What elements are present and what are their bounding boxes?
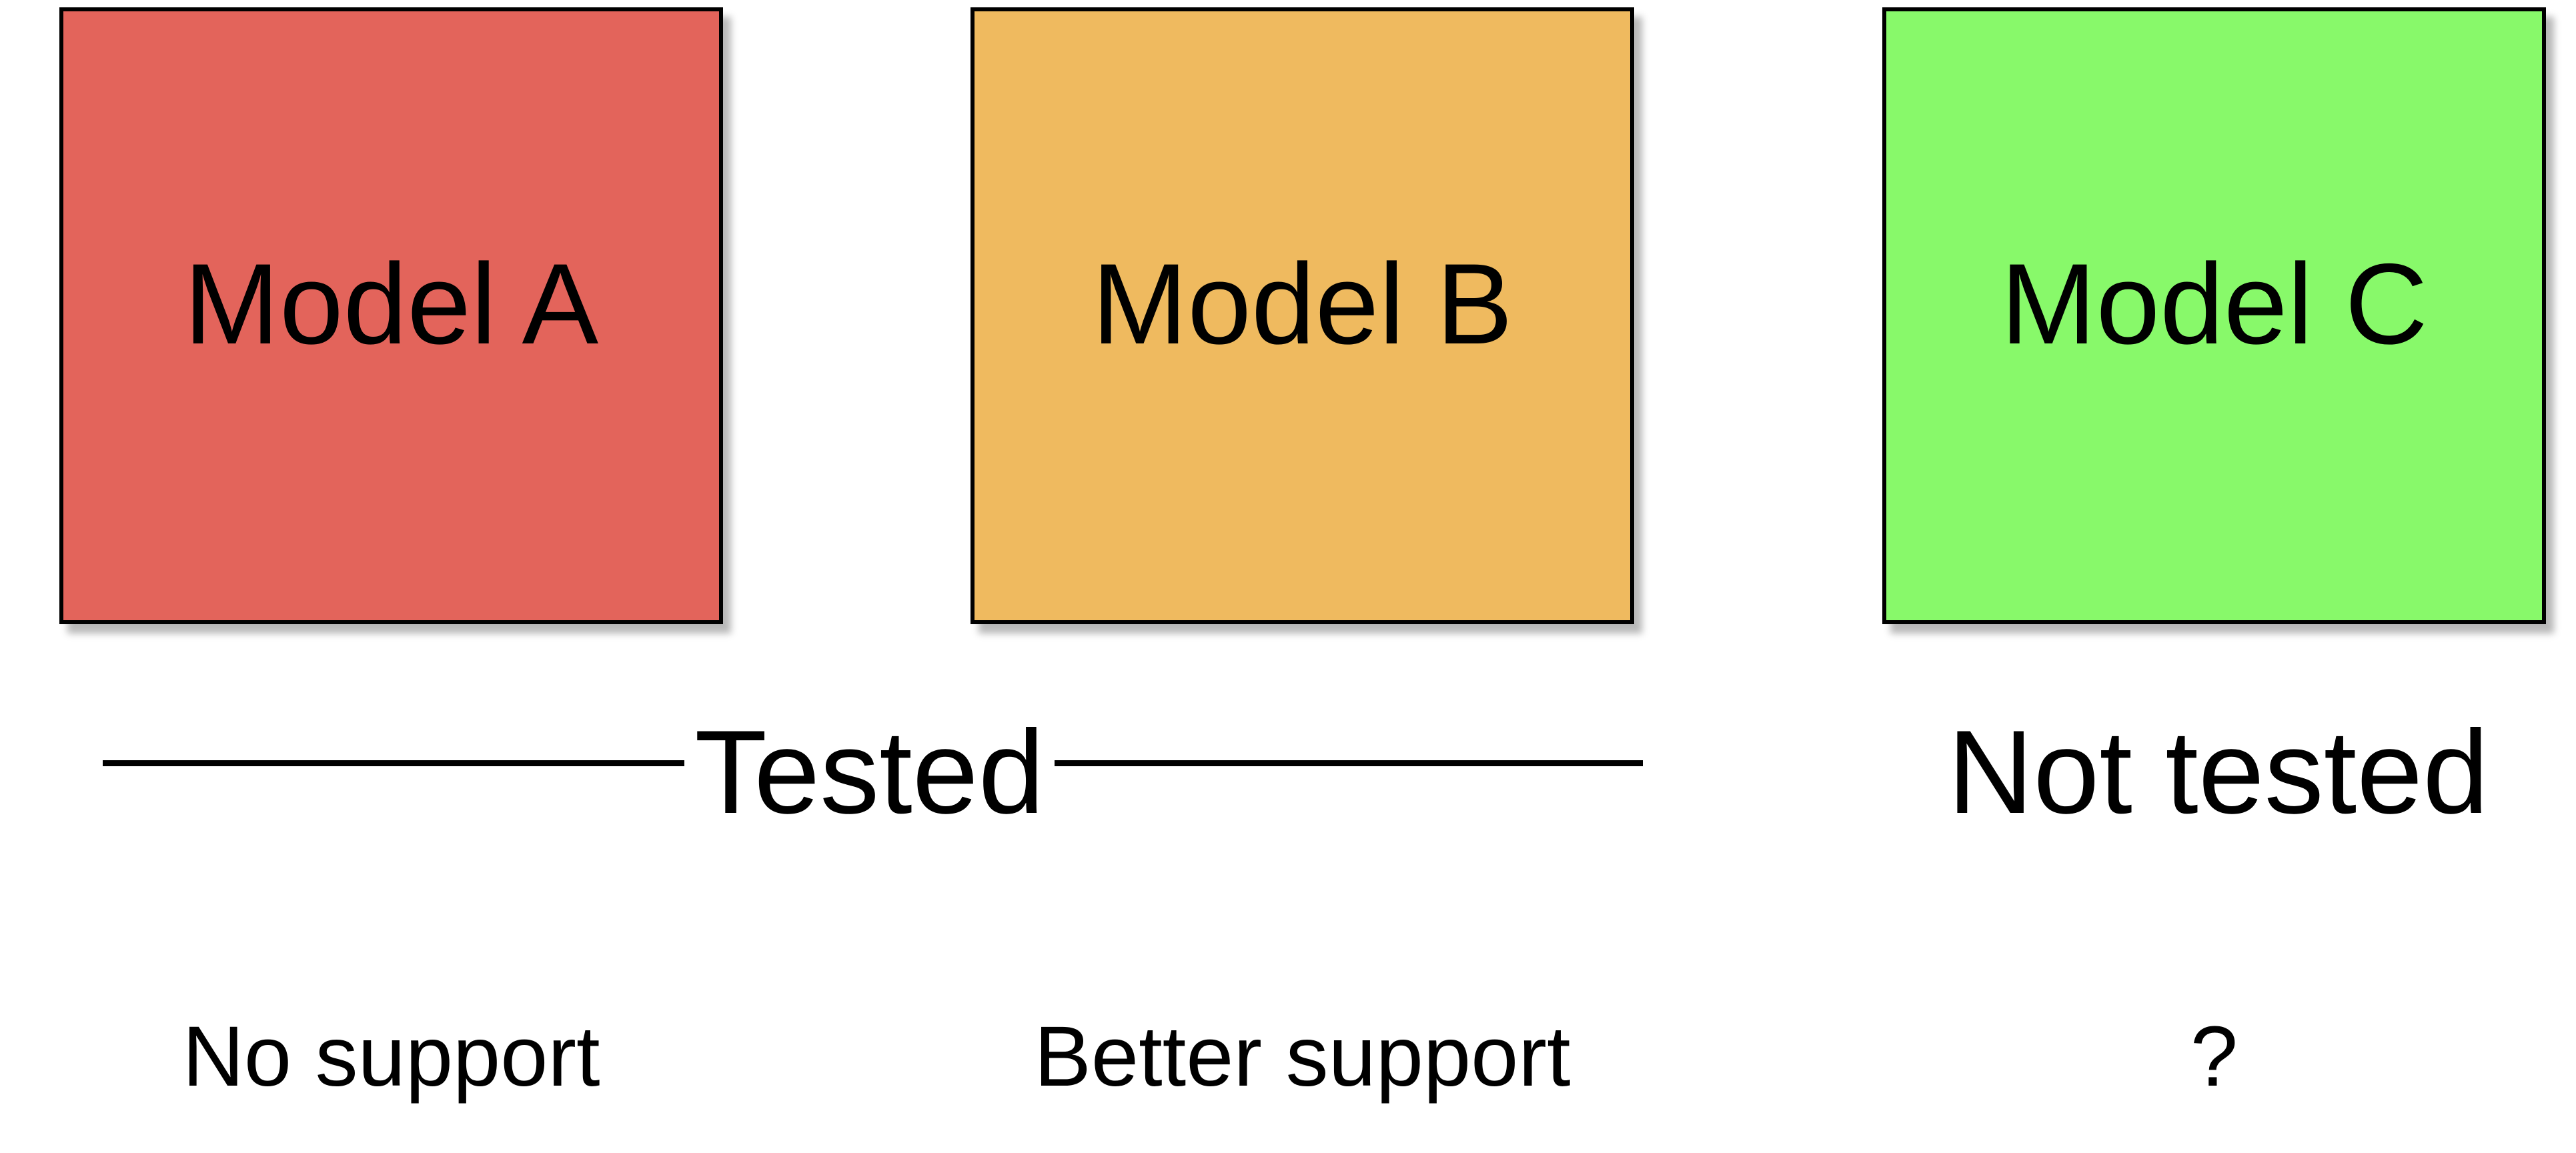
tested-group-label: Tested <box>694 706 1045 838</box>
not-tested-group-label: Not tested <box>1947 706 2489 838</box>
model-b-label: Model B <box>1092 239 1513 368</box>
model-b-box: Model B <box>971 7 1634 624</box>
model-c-box: Model C <box>1882 7 2546 624</box>
tested-bracket-line-left <box>103 760 684 766</box>
model-c-label: Model C <box>2000 239 2428 368</box>
model-a-box: Model A <box>59 7 723 624</box>
tested-bracket-line-right <box>1055 760 1643 766</box>
model-b-support-label: Better support <box>1034 1009 1571 1104</box>
model-c-support-label: ? <box>2190 1009 2238 1104</box>
model-a-support-label: No support <box>182 1009 600 1104</box>
model-a-label: Model A <box>183 239 599 368</box>
